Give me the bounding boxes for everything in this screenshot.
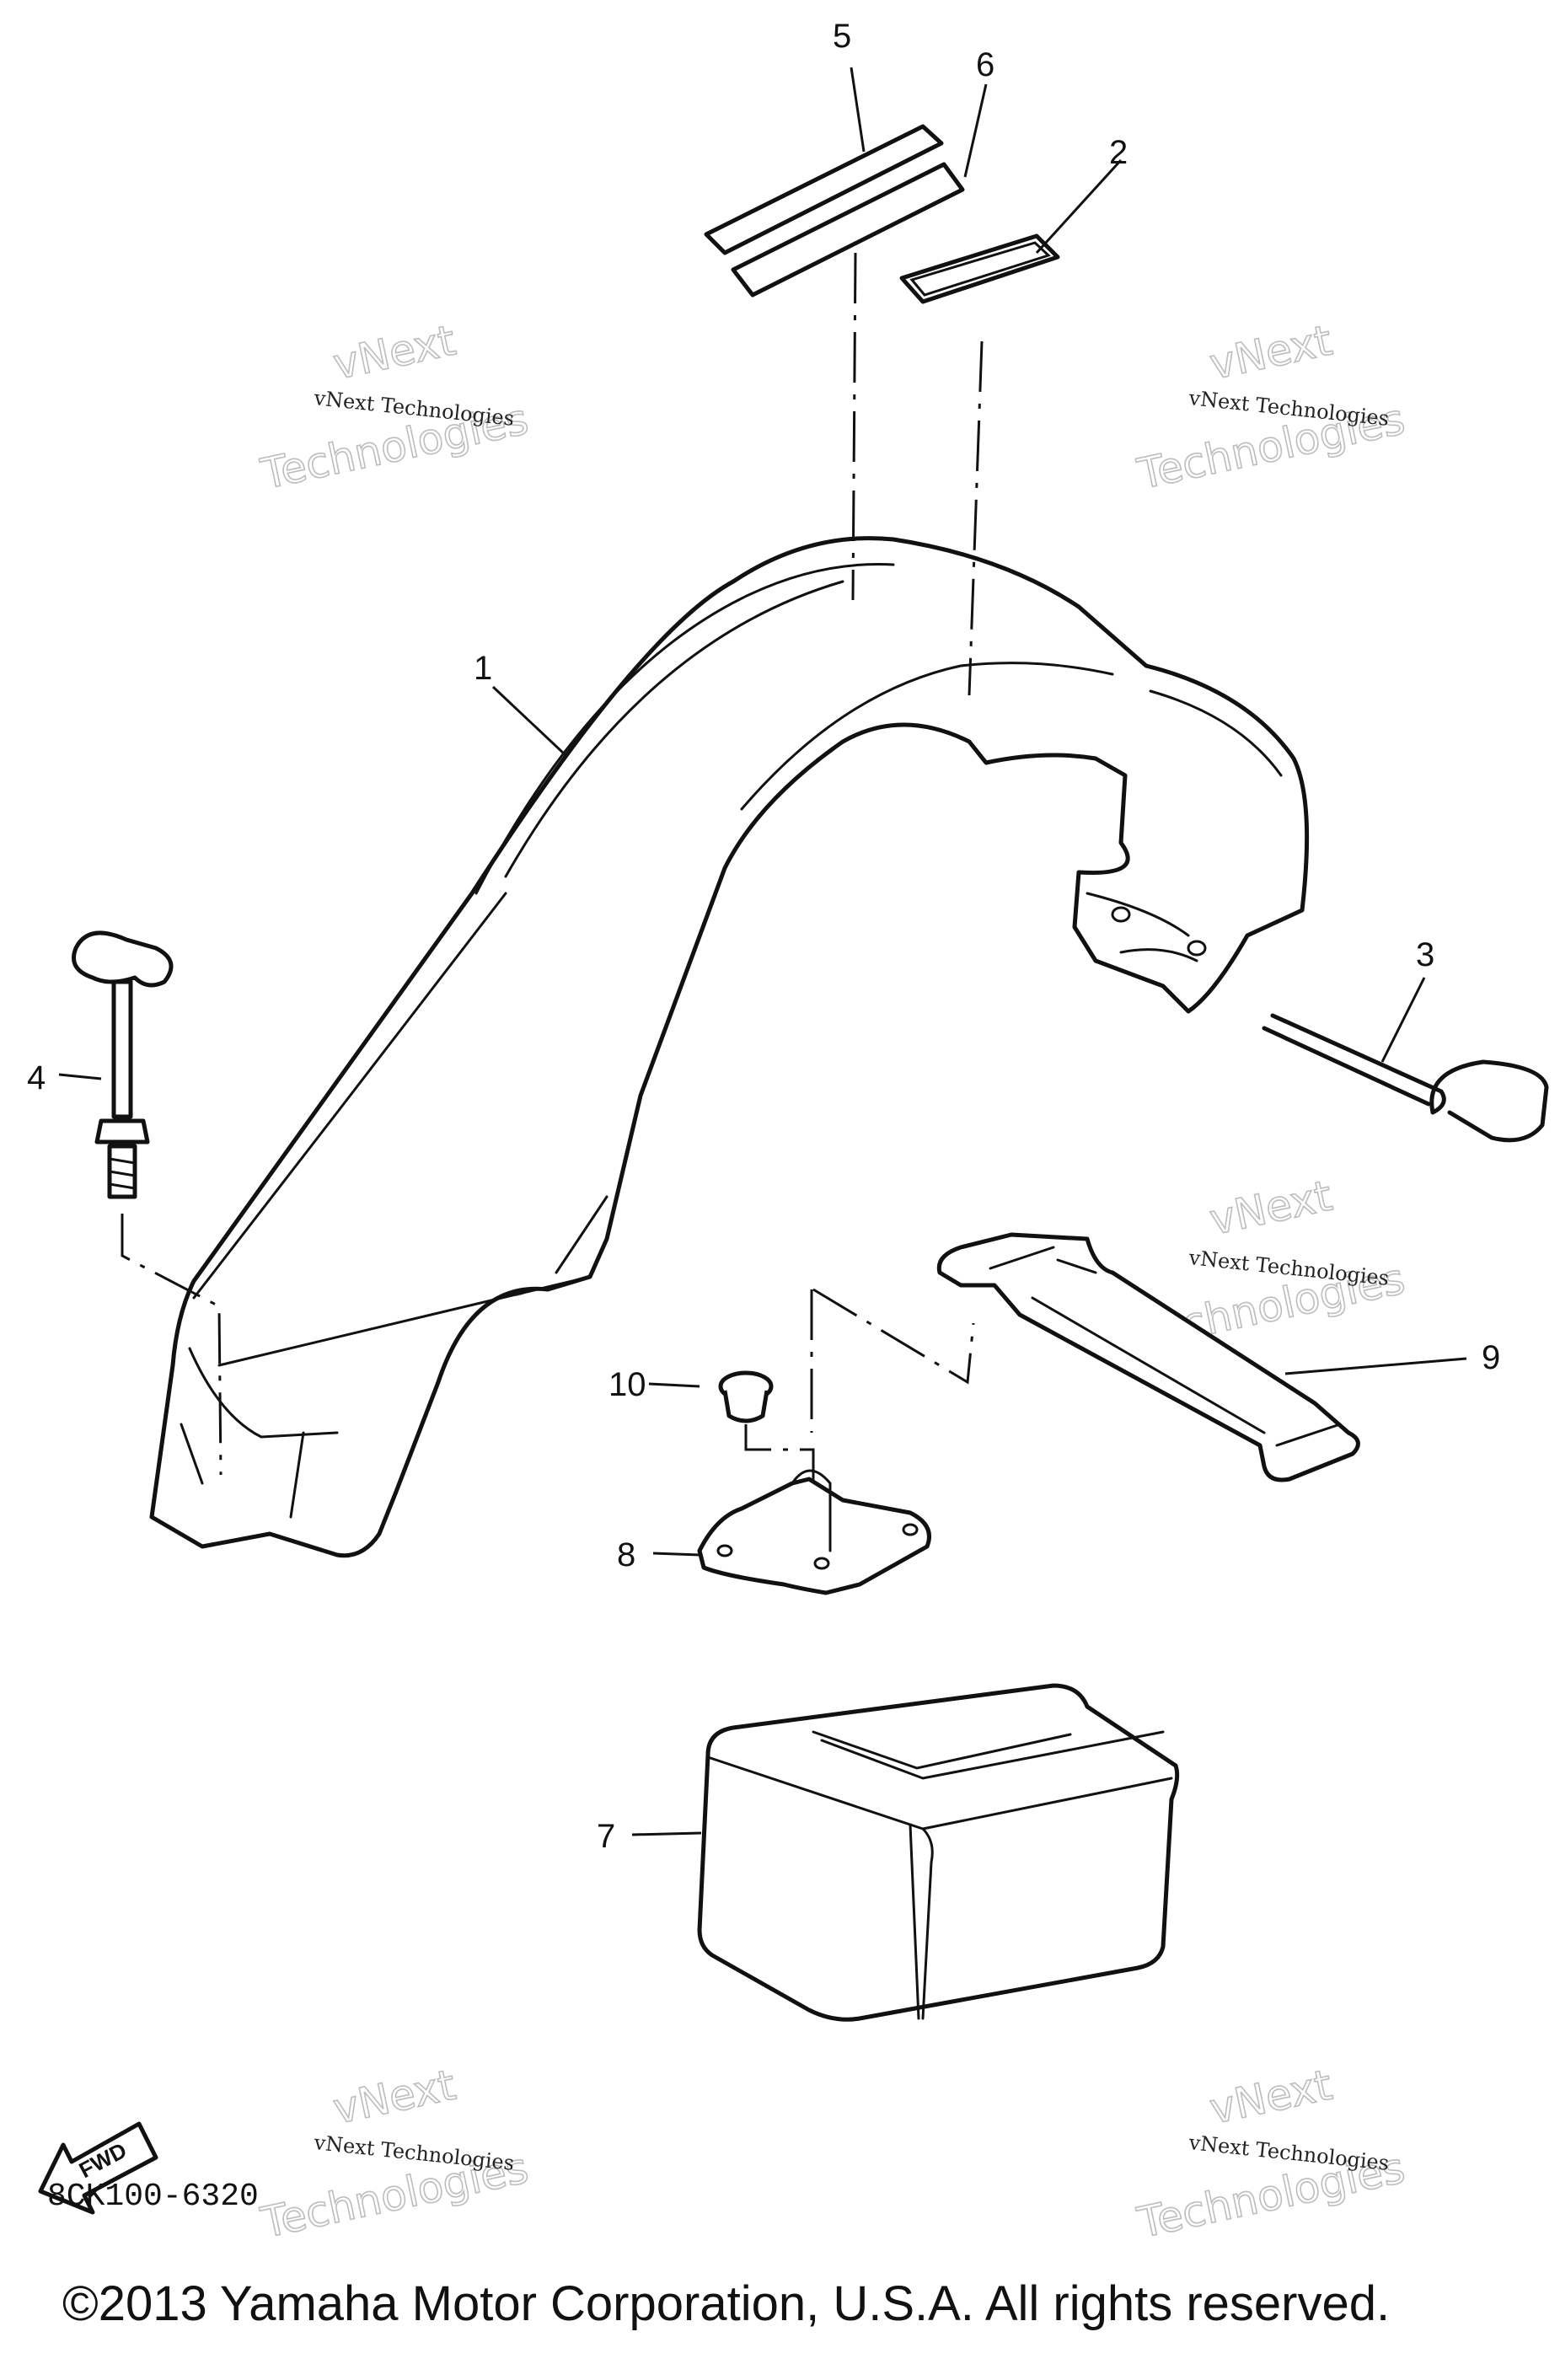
watermark-bottom-right: vNext Technologies vNext Technologies [1133,2060,1410,2249]
decal-part-5 [704,124,944,255]
watermark-bottom-left: vNext Technologies vNext Technologies [256,2060,533,2249]
strap-part-9 [936,1232,1360,1482]
diagram-code: 8CK100-6320 [47,2179,259,2215]
callout-4: 4 [27,1059,46,1096]
assembly-centerlines [121,252,984,1483]
decal-part-6 [731,162,965,298]
rear-fender-part-1 [149,536,1310,1558]
copyright-notice: ©2013 Yamaha Motor Corporation, U.S.A. A… [62,2276,1391,2331]
svg-text:vNext: vNext [329,2061,459,2134]
leader-lines [58,67,1467,1836]
callout-9: 9 [1482,1339,1500,1376]
box-part-7 [697,1683,1180,2022]
nut-part-10 [718,1370,774,1423]
callout-6: 6 [976,46,994,83]
callout-7: 7 [597,1818,615,1855]
fwd-arrow-icon: FWD [38,2121,158,2215]
watermark-top-right: vNext Technologies vNext Technologies [1133,315,1410,500]
rod-part-3 [1262,1013,1549,1143]
bolt-part-4 [72,930,174,1199]
callout-2: 2 [1109,134,1128,171]
decal-part-2 [899,233,1060,304]
svg-text:vNext: vNext [1205,316,1336,389]
callout-1: 1 [474,650,492,687]
callout-3: 3 [1416,936,1434,973]
svg-text:vNext: vNext [1205,2061,1336,2134]
callout-8: 8 [617,1536,635,1573]
svg-text:vNext: vNext [329,316,459,389]
bracket-part-8 [697,1469,931,1595]
watermark-top-left: vNext Technologies vNext Technologies [256,315,533,500]
callout-5: 5 [833,18,851,55]
svg-text:vNext: vNext [1205,1171,1336,1245]
callout-10: 10 [608,1366,646,1403]
